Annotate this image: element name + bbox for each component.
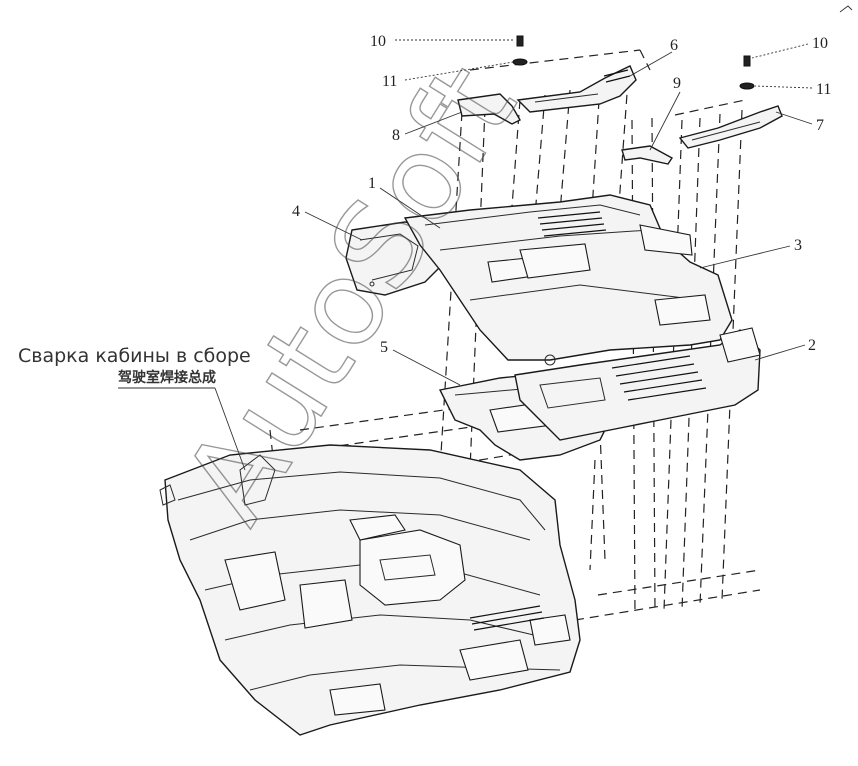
callout-10-left: 10: [370, 33, 386, 50]
callout-3: 3: [794, 237, 802, 254]
washer-left-icon: [512, 58, 528, 66]
caption-russian: Сварка кабины в сборе: [18, 345, 251, 367]
caption-chinese: 驾驶室焊接总成: [117, 369, 216, 386]
callout-11-left: 11: [382, 73, 397, 90]
bolt-right-icon: [743, 55, 751, 67]
leader-lines: [214, 39, 813, 471]
assembly-caption: Сварка кабины в сборе 驾驶室焊接总成: [18, 345, 251, 389]
callout-5: 5: [380, 339, 388, 356]
fasteners: [512, 35, 755, 90]
part-8-bracket: [457, 93, 521, 125]
part-9-clip: [621, 145, 674, 165]
part-1-3-upper-panel: [403, 194, 733, 361]
callout-11-right: 11: [816, 81, 831, 98]
callout-6: 6: [670, 37, 678, 54]
callout-9: 9: [673, 75, 681, 92]
washer-right-icon: [739, 82, 755, 90]
callout-2: 2: [808, 337, 816, 354]
callout-1: 1: [368, 175, 376, 192]
callout-10-right: 10: [812, 35, 828, 52]
corner-mark: [839, 5, 853, 13]
part-2-right-panel: [514, 327, 761, 441]
part-7-bracket: [678, 105, 783, 149]
part-6-bracket: [516, 65, 637, 113]
callout-7: 7: [816, 117, 824, 134]
callout-labels: 10 11 8 6 9 10 11 7 1 4 3 2 5: [292, 33, 831, 356]
callout-4: 4: [292, 203, 300, 220]
callout-8: 8: [392, 127, 400, 144]
bolt-left-icon: [516, 35, 524, 47]
cab-floor-assembly: [159, 444, 581, 736]
